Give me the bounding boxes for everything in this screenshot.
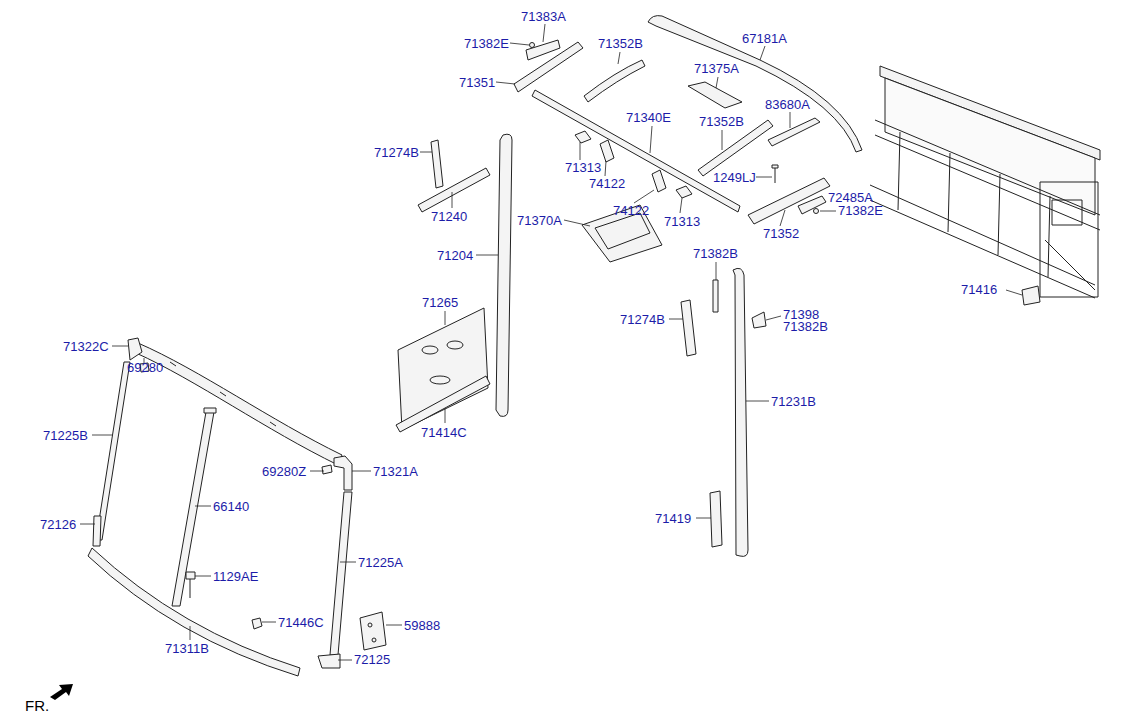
callout-number: 71414C bbox=[421, 425, 467, 440]
callout-number: 71351 bbox=[459, 75, 495, 90]
callout-number: 74122 bbox=[589, 176, 625, 191]
callout-number: 71352 bbox=[763, 226, 799, 241]
callout-number: 83680A bbox=[765, 97, 810, 112]
callout-number: 74122 bbox=[613, 203, 649, 218]
direction-label: FR. bbox=[25, 697, 49, 714]
callout-number: 71313 bbox=[664, 214, 700, 229]
callout-number: 71204 bbox=[437, 248, 473, 263]
callout-number: 72485A bbox=[828, 190, 873, 205]
callout-number: 71352B bbox=[699, 114, 744, 129]
callout-number: 71274B bbox=[374, 145, 419, 160]
callout-number: 69280Z bbox=[262, 464, 306, 479]
callout-number: 71274B bbox=[620, 312, 665, 327]
callout-number: 71265 bbox=[422, 295, 458, 310]
callout-number: 66140 bbox=[213, 499, 249, 514]
callout-number: 71340E bbox=[626, 110, 671, 125]
parts-drawing bbox=[88, 16, 1100, 676]
callout-number: 71383A bbox=[521, 9, 566, 24]
callout-number: 71225B bbox=[43, 428, 88, 443]
callout-number: 1249LJ bbox=[713, 170, 756, 185]
callout-number: 71382B bbox=[783, 319, 828, 334]
callout-number: 71322C bbox=[63, 339, 109, 354]
callout-number: 71311B bbox=[165, 641, 209, 656]
callout-number: 71240 bbox=[431, 209, 467, 224]
callout-number: 71231B bbox=[771, 394, 816, 409]
callout-number: 69280 bbox=[127, 360, 163, 375]
callout-number: 71382E bbox=[464, 36, 509, 51]
callout-number: 72125 bbox=[354, 652, 390, 667]
callout-number: 71446C bbox=[278, 615, 324, 630]
callout-number: 71225A bbox=[358, 555, 403, 570]
callout-number: 67181A bbox=[742, 31, 787, 46]
callout-number: 71321A bbox=[373, 464, 418, 479]
callout-number: 71313 bbox=[565, 160, 601, 175]
callout-number: 71416 bbox=[961, 282, 997, 297]
callout-number: 71382E bbox=[838, 203, 883, 218]
callout-number: 71352B bbox=[598, 36, 643, 51]
callout-number: 71382B bbox=[693, 246, 738, 261]
callout-number: 59888 bbox=[404, 618, 440, 633]
callout-number: 71370A bbox=[517, 213, 562, 228]
front-arrow bbox=[50, 684, 73, 700]
leader-lines bbox=[80, 24, 1022, 660]
callout-number: 71375A bbox=[694, 61, 739, 76]
callout-number: 71419 bbox=[655, 511, 691, 526]
callout-number: 1129AE bbox=[213, 569, 258, 584]
callout-number: 72126 bbox=[40, 517, 76, 532]
